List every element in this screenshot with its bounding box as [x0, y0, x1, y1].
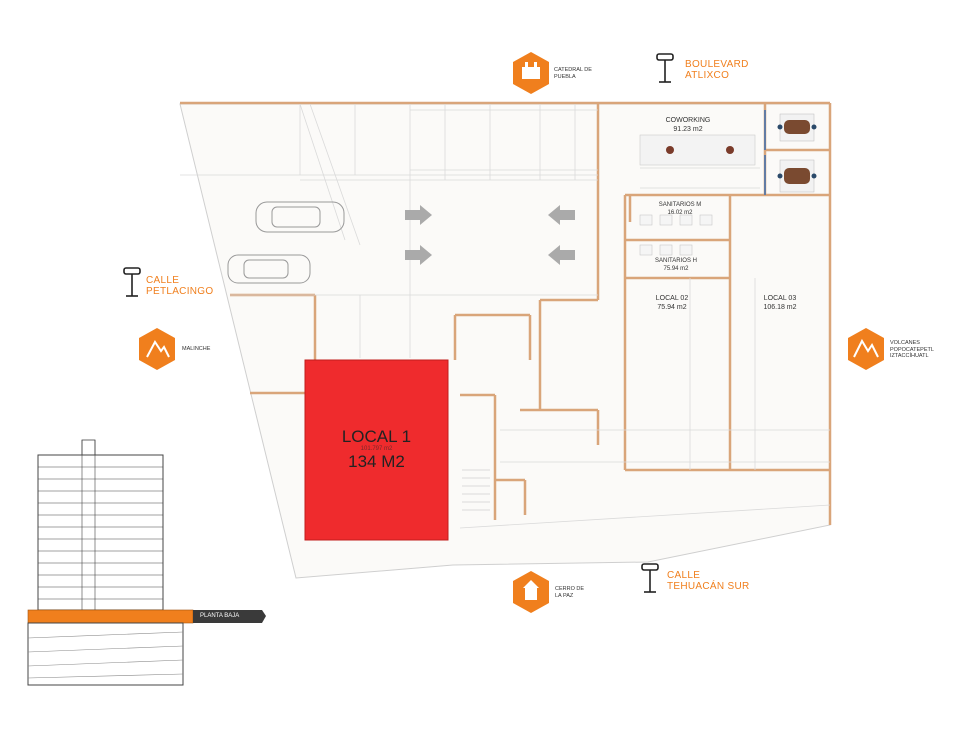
- boulevard-label: BOULEVARD ATLIXCO: [685, 59, 749, 81]
- street-sign-icon: [123, 53, 674, 593]
- local-1-name: LOCAL 1: [341, 427, 412, 446]
- structural-grid: [180, 103, 831, 529]
- local-02-label: LOCAL 02 75.94 m2: [632, 294, 712, 312]
- sanitarios-h-area: 75.94 m2: [663, 266, 689, 272]
- planta-baja-badge: PLANTA BAJA: [200, 613, 240, 619]
- parked-cars: [227, 201, 345, 284]
- volcanes-label: VOLCANES POPOCATEPETL IZTACCÍHUATL: [890, 340, 934, 359]
- coworking-name: COWORKING: [665, 117, 711, 124]
- cerro-icon: [513, 571, 549, 613]
- sanitarios-m-name: SANITARIOS M: [658, 202, 702, 208]
- coworking-furniture: [639, 110, 817, 195]
- building-section: [27, 439, 266, 686]
- malinche-label: MALINCHE: [182, 346, 211, 352]
- stairs: [462, 469, 490, 511]
- local-03-label: LOCAL 03 106.18 m2: [740, 294, 820, 312]
- calle-petlacingo-label: CALLE PETLACINGO: [146, 275, 214, 297]
- local-1-sub-area: 101.797 m2: [360, 446, 393, 452]
- coworking-area: 91.23 m2: [673, 126, 703, 133]
- local-03-name: LOCAL 03: [763, 295, 797, 302]
- local-1-block[interactable]: [304, 359, 449, 541]
- volcanes-icon: [848, 328, 884, 370]
- calle-tehuacan-label: CALLE TEHUACÁN SUR: [667, 570, 750, 592]
- catedral-icon: [513, 52, 549, 94]
- coworking-label: COWORKING 91.23 m2: [648, 116, 728, 134]
- local-02-name: LOCAL 02: [655, 295, 689, 302]
- cerro-label: CERRO DE LA PAZ: [555, 586, 585, 599]
- local-02-area: 75.94 m2: [657, 304, 687, 311]
- local-1-label: LOCAL 1 101.797 m2 134 M2: [305, 360, 448, 540]
- local-03-area: 106.18 m2: [763, 304, 797, 311]
- circulation-arrows: [405, 205, 575, 265]
- malinche-icon: [139, 328, 175, 370]
- local-1-area: 134 M2: [348, 452, 405, 471]
- sanitarios-h-name: SANITARIOS H: [655, 258, 697, 264]
- sanitarios-m-label: SANITARIOS M 16.02 m2: [640, 201, 720, 217]
- catedral-label: CATEDRAL DE PUEBLA: [554, 67, 592, 80]
- sanitarios-m-area: 16.02 m2: [667, 210, 693, 216]
- sanitary-fixtures: [639, 214, 713, 256]
- sanitarios-h-label: SANITARIOS H 75.94 m2: [636, 257, 716, 273]
